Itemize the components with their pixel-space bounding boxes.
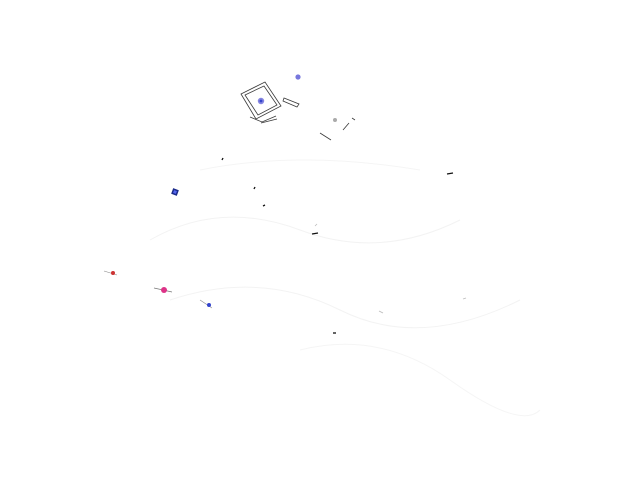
device-stand: [249, 115, 277, 123]
stroke-marks-upper: [282, 97, 356, 141]
faint-stroke: [199, 159, 421, 171]
dot-marker-red: [103, 270, 118, 276]
grey-dot: [333, 118, 337, 122]
dot-marker-blue: [171, 188, 179, 196]
faint-stroke: [169, 286, 521, 329]
grey-tick: [378, 310, 384, 314]
dark-tick-marks: [221, 157, 454, 334]
dot-marker-blue-low: [199, 299, 213, 309]
dark-tick: [311, 232, 319, 235]
tick-mark: [319, 132, 332, 141]
device-frame-inner: [244, 85, 278, 116]
dot-marker-pink: [153, 287, 173, 293]
device-base: [260, 118, 278, 124]
dark-tick: [262, 204, 266, 207]
grey-tick: [462, 297, 467, 300]
tick-mark: [351, 117, 356, 121]
device-frame-outer: [240, 81, 282, 120]
faint-stroke: [299, 343, 541, 417]
grey-tick: [314, 223, 318, 227]
faint-background-strokes: [149, 159, 541, 417]
dark-tick: [253, 186, 256, 190]
grey-tick-marks: [314, 223, 467, 314]
dark-tick: [446, 172, 454, 175]
dot-marker-blue-small: [295, 74, 301, 80]
tick-mark: [342, 122, 350, 131]
bar-mark: [282, 97, 300, 108]
dark-tick: [221, 157, 224, 161]
device-icon: [240, 81, 282, 124]
faint-stroke: [149, 216, 461, 244]
target-marker: [257, 97, 265, 105]
